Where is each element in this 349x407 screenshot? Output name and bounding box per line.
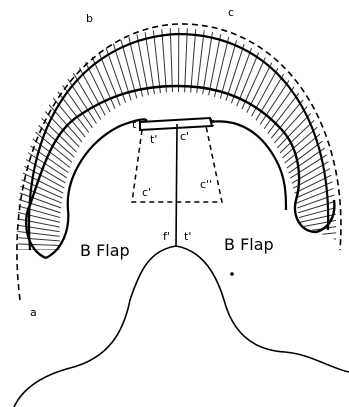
hatch-line	[139, 0, 178, 250]
hatch-line	[178, 38, 329, 250]
label-t-prime-right: t'	[184, 230, 191, 243]
hatch-line	[178, 0, 209, 250]
label-c-top: c	[228, 6, 234, 19]
central-box	[140, 118, 212, 130]
label-c-prime-lower-right: c''	[200, 178, 212, 191]
hatched-band	[0, 0, 349, 250]
label-t-prime-left: t'	[150, 133, 157, 146]
left-flap-edge	[46, 119, 146, 258]
label-t-left: t	[132, 118, 137, 131]
flap-outline	[26, 86, 334, 258]
hatch-line	[178, 27, 312, 250]
midline	[176, 124, 177, 246]
hatch-line	[46, 26, 178, 250]
hatch-line	[159, 0, 178, 250]
label-c-prime-lower-left: c'	[142, 186, 151, 199]
hatch-line	[13, 49, 178, 250]
label-f-prime: f'	[163, 230, 170, 243]
hatch-line	[178, 0, 179, 250]
hatch-line	[178, 0, 199, 250]
lower-contour	[14, 246, 176, 407]
label-a-bottom: a	[30, 306, 37, 319]
label-b-top: b	[86, 12, 93, 25]
hatch-line	[5, 56, 178, 250]
label-flap-left: B Flap	[80, 241, 130, 260]
hatch-line	[178, 136, 349, 250]
hatch-line	[178, 18, 294, 250]
label-flap-right: B Flap	[224, 235, 274, 254]
marker-dot	[230, 272, 234, 276]
hatch-line	[63, 17, 178, 250]
label-c-prime-center: c'	[180, 130, 189, 143]
label-t-right: t	[210, 116, 215, 129]
lower-contour-right	[176, 246, 349, 372]
hatch-line	[54, 21, 178, 250]
hatch-line	[178, 0, 189, 250]
